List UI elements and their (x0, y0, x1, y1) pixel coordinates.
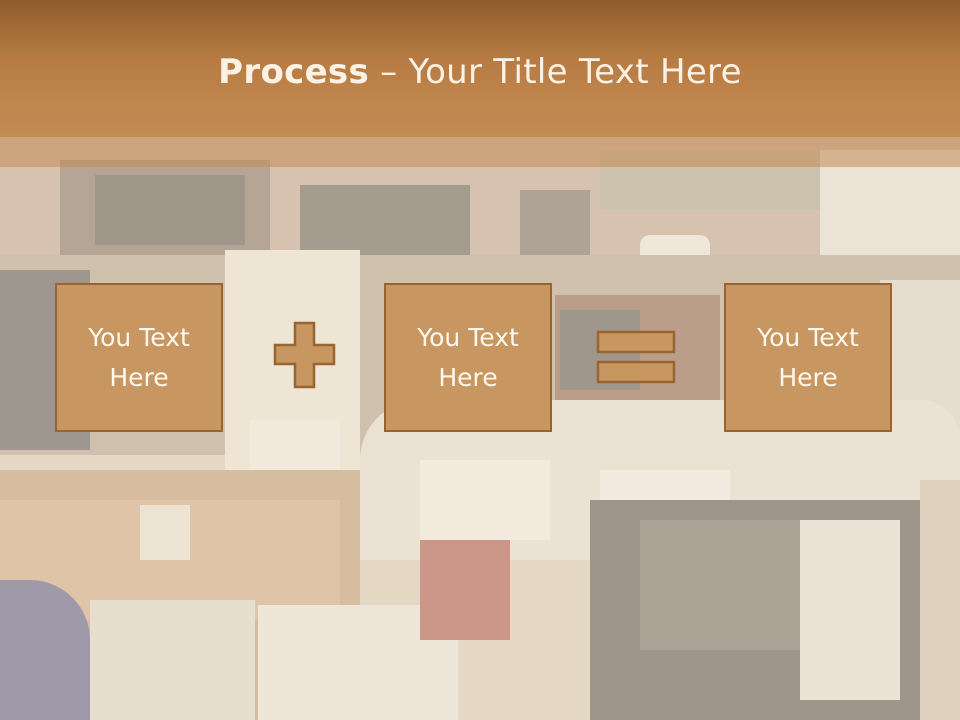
process-box-1-label: You Text Here (88, 322, 190, 392)
title-bar (0, 0, 960, 137)
plus-icon (273, 321, 336, 389)
process-box-2[interactable]: You Text Here (384, 283, 552, 432)
title-bar-fade (0, 137, 960, 167)
process-box-3-label: You Text Here (757, 322, 859, 392)
title-bold: Process (218, 52, 370, 92)
slide-title: Process – Your Title Text Here (0, 52, 960, 92)
title-rest: – Your Title Text Here (369, 52, 742, 92)
process-box-1[interactable]: You Text Here (55, 283, 223, 432)
process-box-3[interactable]: You Text Here (724, 283, 892, 432)
process-box-2-label: You Text Here (417, 322, 519, 392)
equals-icon (596, 330, 676, 384)
